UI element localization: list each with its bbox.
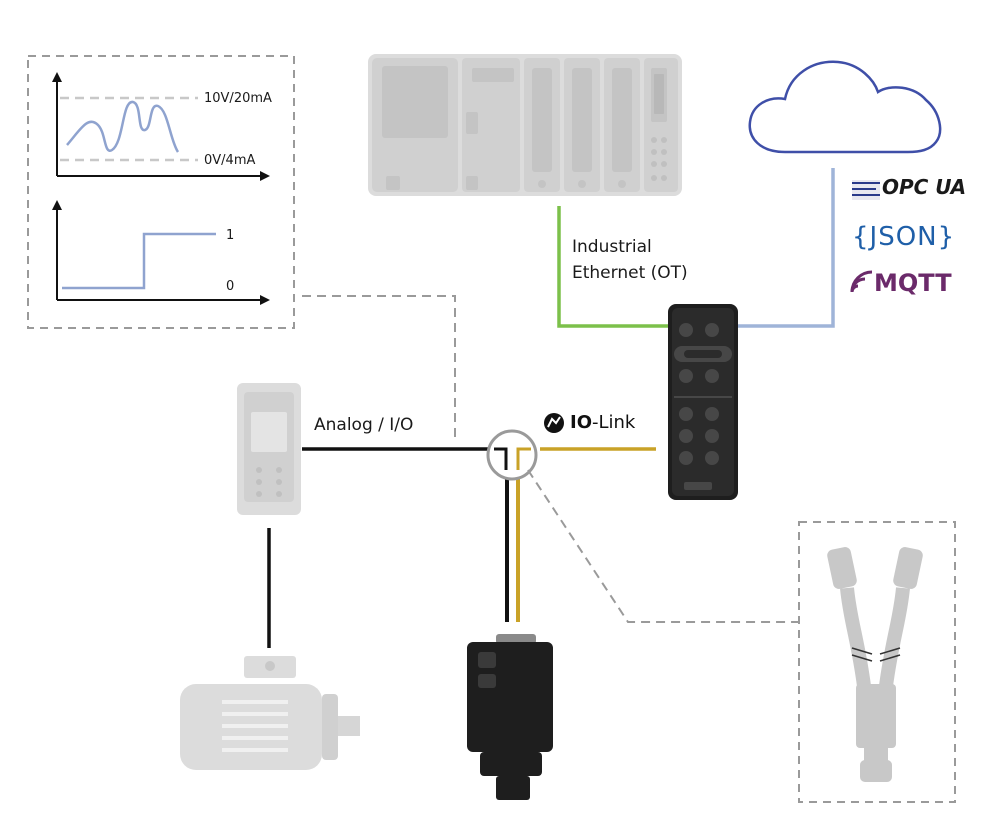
analog-io-module bbox=[237, 383, 301, 515]
analog-high-label: 10V/20mA bbox=[204, 91, 272, 106]
industrial-ethernet-label-line1: Industrial bbox=[572, 237, 652, 257]
cloud-connection-line bbox=[738, 168, 835, 328]
analog-low-label: 0V/4mA bbox=[204, 153, 256, 168]
motor-icon bbox=[180, 656, 360, 770]
analog-chart-x-arrow bbox=[260, 171, 270, 181]
plc-rack bbox=[368, 54, 682, 196]
analog-signal-chart bbox=[52, 72, 270, 181]
y-connector-cable bbox=[827, 547, 923, 782]
digital-low-label: 0 bbox=[226, 279, 235, 294]
junction-gold-wire bbox=[516, 447, 531, 470]
y-connector-box bbox=[798, 521, 956, 803]
io-link-label: IO-Link bbox=[570, 412, 635, 434]
connector-leader-dashed bbox=[527, 469, 798, 623]
photoelectric-sensor bbox=[467, 634, 553, 800]
json-logo: {JSON} bbox=[852, 222, 955, 252]
signal-charts-box bbox=[27, 55, 295, 329]
digital-high-label: 1 bbox=[226, 228, 235, 243]
analog-signal-curve bbox=[66, 100, 180, 153]
analog-chart-y-arrow bbox=[52, 72, 62, 82]
analog-io-label: Analog / I/O bbox=[314, 415, 414, 435]
digital-chart-y-arrow bbox=[52, 200, 62, 210]
industrial-ethernet-label-line2: Ethernet (OT) bbox=[572, 263, 688, 283]
industrial-ethernet-line bbox=[557, 206, 668, 328]
cloud-icon bbox=[748, 60, 942, 154]
digital-chart-x-arrow bbox=[260, 295, 270, 305]
chart-leader-dashed bbox=[302, 295, 456, 442]
opc-ua-logo: OPC UA bbox=[882, 175, 967, 199]
junction-magnifier bbox=[486, 429, 538, 481]
digital-signal-chart bbox=[52, 200, 270, 305]
opc-ua-logo-icon bbox=[852, 180, 880, 200]
io-link-logo-icon bbox=[544, 413, 564, 433]
io-link-label-rest: -Link bbox=[592, 412, 636, 433]
mqtt-logo: MQTT bbox=[874, 269, 952, 297]
mqtt-logo-icon bbox=[850, 270, 873, 293]
json-logo-close-brace: } bbox=[937, 222, 956, 252]
junction-black-wire bbox=[494, 447, 508, 470]
json-logo-open-brace: { bbox=[852, 222, 870, 252]
io-link-master bbox=[668, 304, 738, 500]
io-link-label-bold: IO bbox=[570, 412, 592, 433]
digital-signal-step bbox=[62, 232, 216, 290]
json-logo-text: JSON bbox=[869, 222, 938, 252]
